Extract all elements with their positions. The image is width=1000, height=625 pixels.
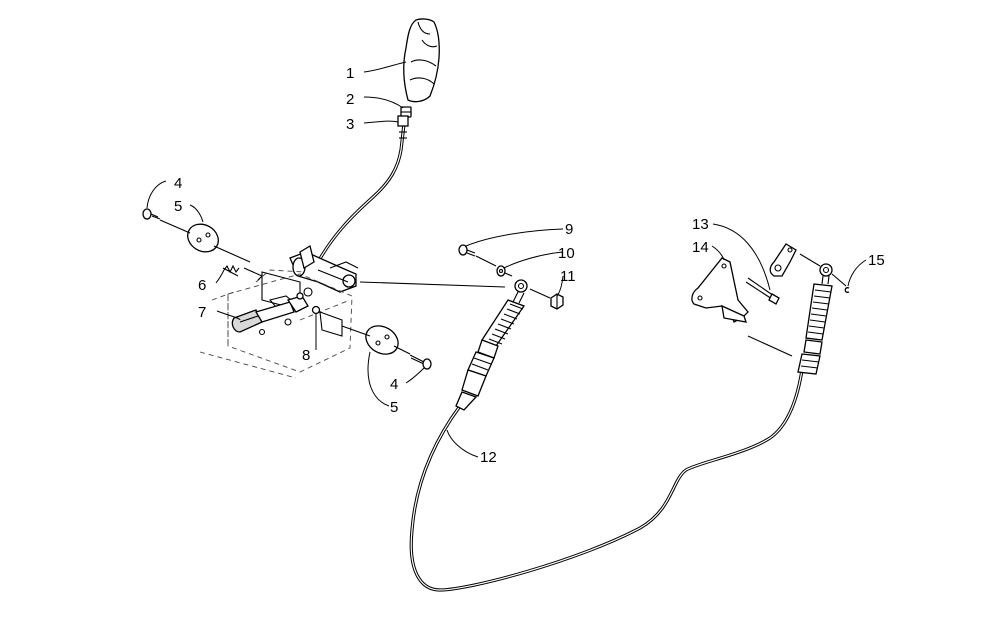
knob-nut xyxy=(400,106,412,118)
callout-5-upper: 5 xyxy=(174,198,182,215)
callout-labels: 1 2 3 4 5 6 7 8 4 5 9 10 11 12 13 14 15 xyxy=(174,65,885,466)
mounting-bracket xyxy=(199,269,353,379)
callout-11: 11 xyxy=(560,268,576,285)
neutral-switch xyxy=(231,292,309,333)
callout-7: 7 xyxy=(198,304,206,321)
shift-knob xyxy=(403,18,440,103)
switch-nut xyxy=(311,305,321,315)
callout-9: 9 xyxy=(565,221,573,238)
leader-lines xyxy=(146,61,867,458)
callout-13: 13 xyxy=(692,216,709,233)
washer-upper xyxy=(187,223,219,253)
screw-lower xyxy=(409,354,432,370)
callout-14: 14 xyxy=(692,239,709,256)
washer-lower xyxy=(365,325,399,355)
callout-15: 15 xyxy=(868,252,885,269)
spring-pin xyxy=(222,264,263,281)
bolt-9 xyxy=(458,244,476,257)
callout-10: 10 xyxy=(558,245,575,262)
callout-2: 2 xyxy=(346,91,354,108)
callout-4-upper: 4 xyxy=(174,175,182,192)
shift-arm xyxy=(769,243,797,277)
callout-1: 1 xyxy=(346,65,354,82)
shift-lever xyxy=(289,115,409,293)
bracket-14 xyxy=(691,257,749,323)
screw-upper xyxy=(142,208,161,220)
callout-5-lower: 5 xyxy=(390,399,398,416)
bolt-13 xyxy=(745,277,780,305)
callout-6: 6 xyxy=(198,277,206,294)
callout-12: 12 xyxy=(480,449,497,466)
callout-8: 8 xyxy=(302,347,310,364)
clip-15 xyxy=(844,287,850,293)
callout-3: 3 xyxy=(346,116,354,133)
callout-4-lower: 4 xyxy=(390,376,398,393)
nut-11 xyxy=(550,293,564,310)
shift-cable xyxy=(409,263,833,592)
washer-10 xyxy=(496,265,506,277)
